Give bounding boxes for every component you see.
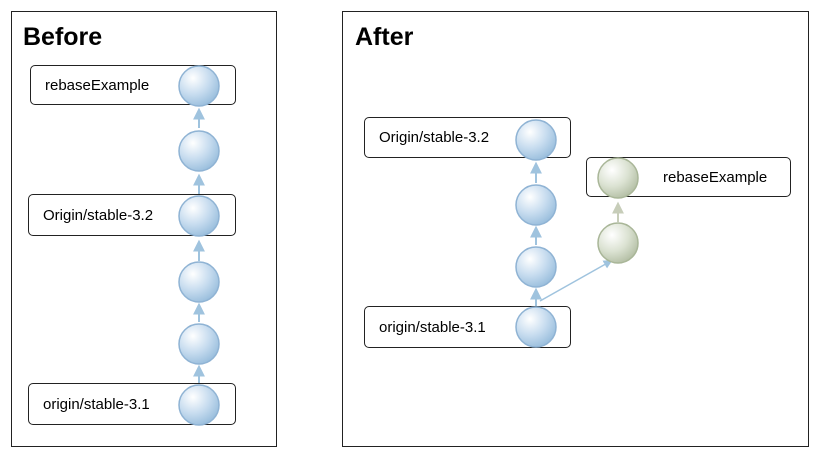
before-commit-2 [178,130,220,172]
after-panel [342,11,809,447]
before-commit-5 [178,323,220,365]
before-commit-1 [178,65,220,107]
after-commit-4 [515,306,557,348]
after-commit-arrows [530,161,624,306]
after-commits [515,119,557,348]
after-rebased-commit-2 [597,222,639,264]
after-rebase-base-arrow [539,260,613,302]
after-rebased-commit-1 [597,157,639,199]
after-title: After [355,23,414,51]
before-commit-3 [178,195,220,237]
after-commit-1 [515,119,557,161]
before-commits [178,65,220,426]
before-title: Before [23,23,103,51]
before-commit-4 [178,261,220,303]
before-commit-6 [178,384,220,426]
after-commit-3 [515,246,557,288]
after-commit-2 [515,184,557,226]
after-rebased-commits [597,157,639,264]
